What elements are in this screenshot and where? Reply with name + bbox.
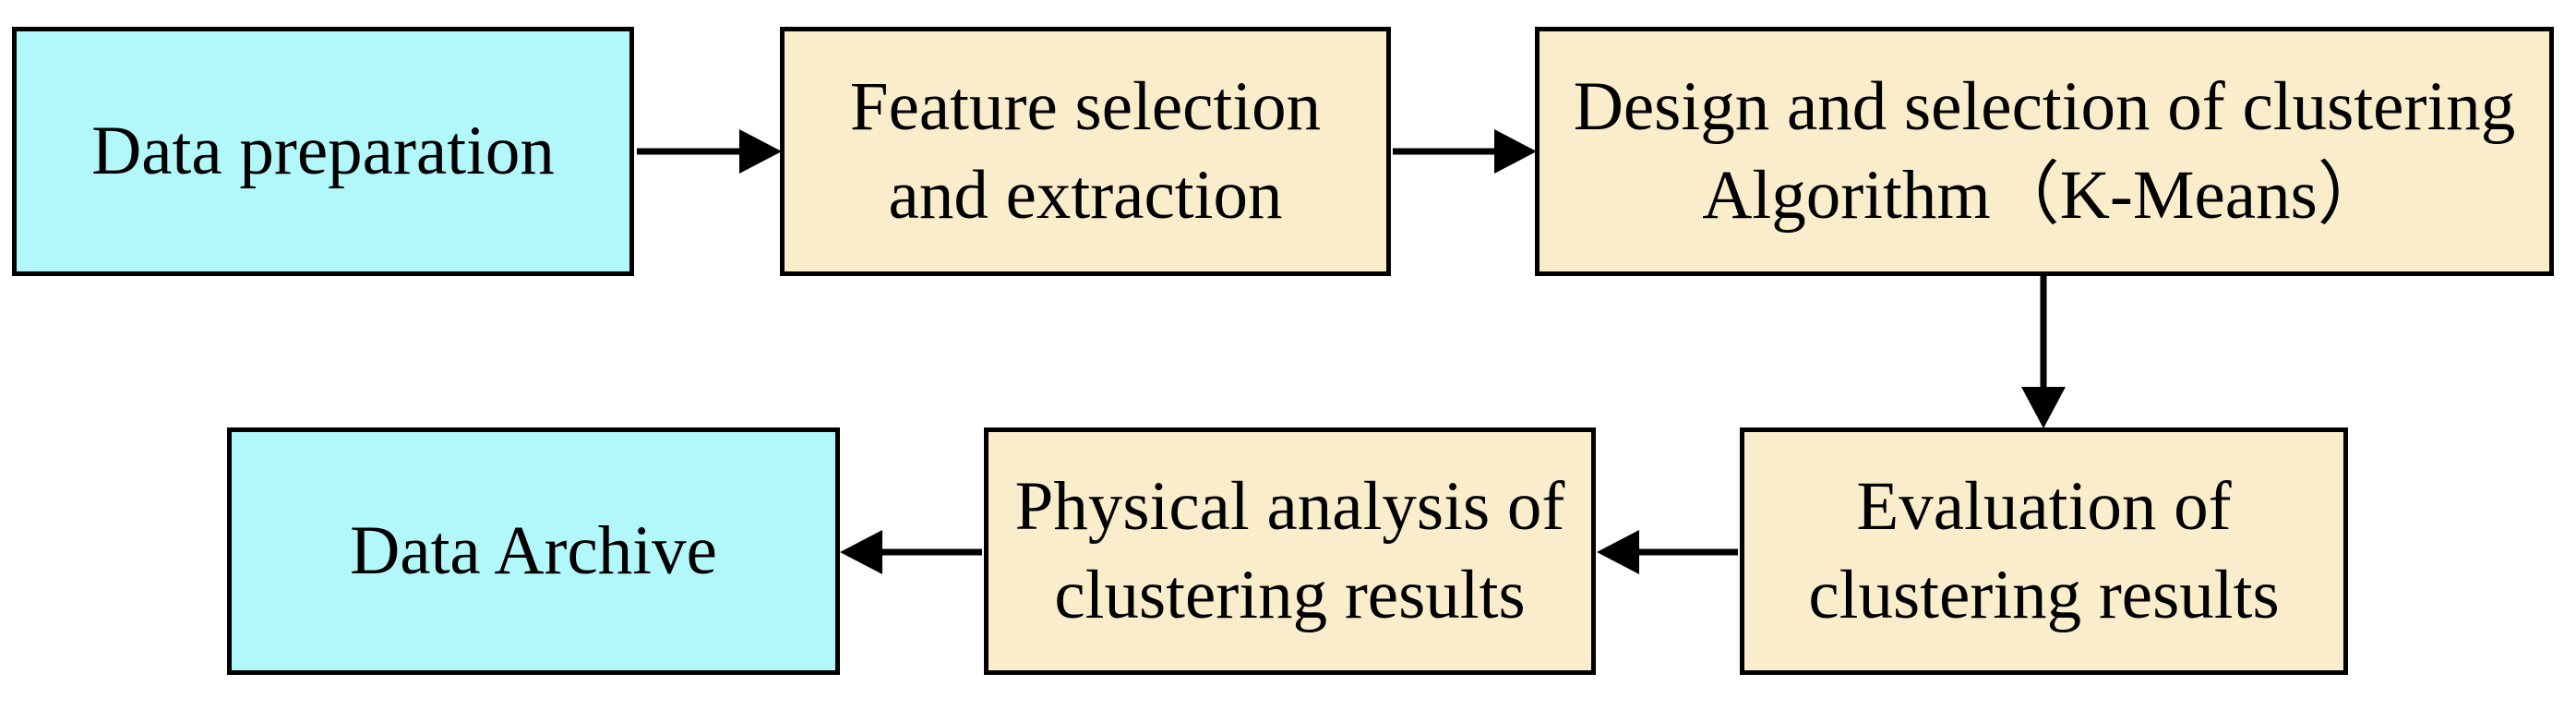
node-label-line1: Evaluation of (1856, 468, 2232, 545)
arrow-algorithm-design-to-evaluation (2021, 274, 2066, 428)
node-evaluation: Evaluation of clustering results (1740, 427, 2348, 675)
arrow-head-left-icon (840, 530, 882, 574)
node-data-archive: Data Archive (227, 427, 840, 675)
arrow-evaluation-to-physical-analysis (1597, 530, 1738, 574)
node-label: Data Archive (350, 512, 717, 589)
arrow-head-left-icon (1597, 530, 1639, 574)
node-clustering-algorithm-design: Design and selection of clustering Algor… (1535, 27, 2554, 276)
arrow-data-preparation-to-feature-selection (637, 129, 782, 174)
node-data-preparation: Data preparation (12, 27, 634, 276)
node-feature-selection-extraction: Feature selection and extraction (780, 27, 1391, 276)
node-physical-analysis: Physical analysis of clustering results (984, 427, 1596, 675)
arrow-head-right-icon (1494, 129, 1537, 174)
arrow-feature-selection-to-algorithm-design (1393, 129, 1537, 174)
node-label-line2: clustering results (1808, 557, 2280, 633)
node-label-line2: clustering results (1054, 557, 1526, 633)
node-label-line1: Design and selection of clustering (1573, 68, 2516, 145)
node-label-line2: Algorithm（K-Means） (1702, 157, 2387, 234)
node-label-line1: Feature selection (849, 68, 1322, 145)
node-label: Data preparation (91, 113, 555, 189)
arrow-head-down-icon (2021, 387, 2066, 428)
arrow-physical-analysis-to-data-archive (840, 530, 982, 574)
node-label-line2: and extraction (888, 157, 1283, 234)
arrow-head-right-icon (739, 129, 782, 174)
node-label-line1: Physical analysis of (1014, 468, 1565, 545)
